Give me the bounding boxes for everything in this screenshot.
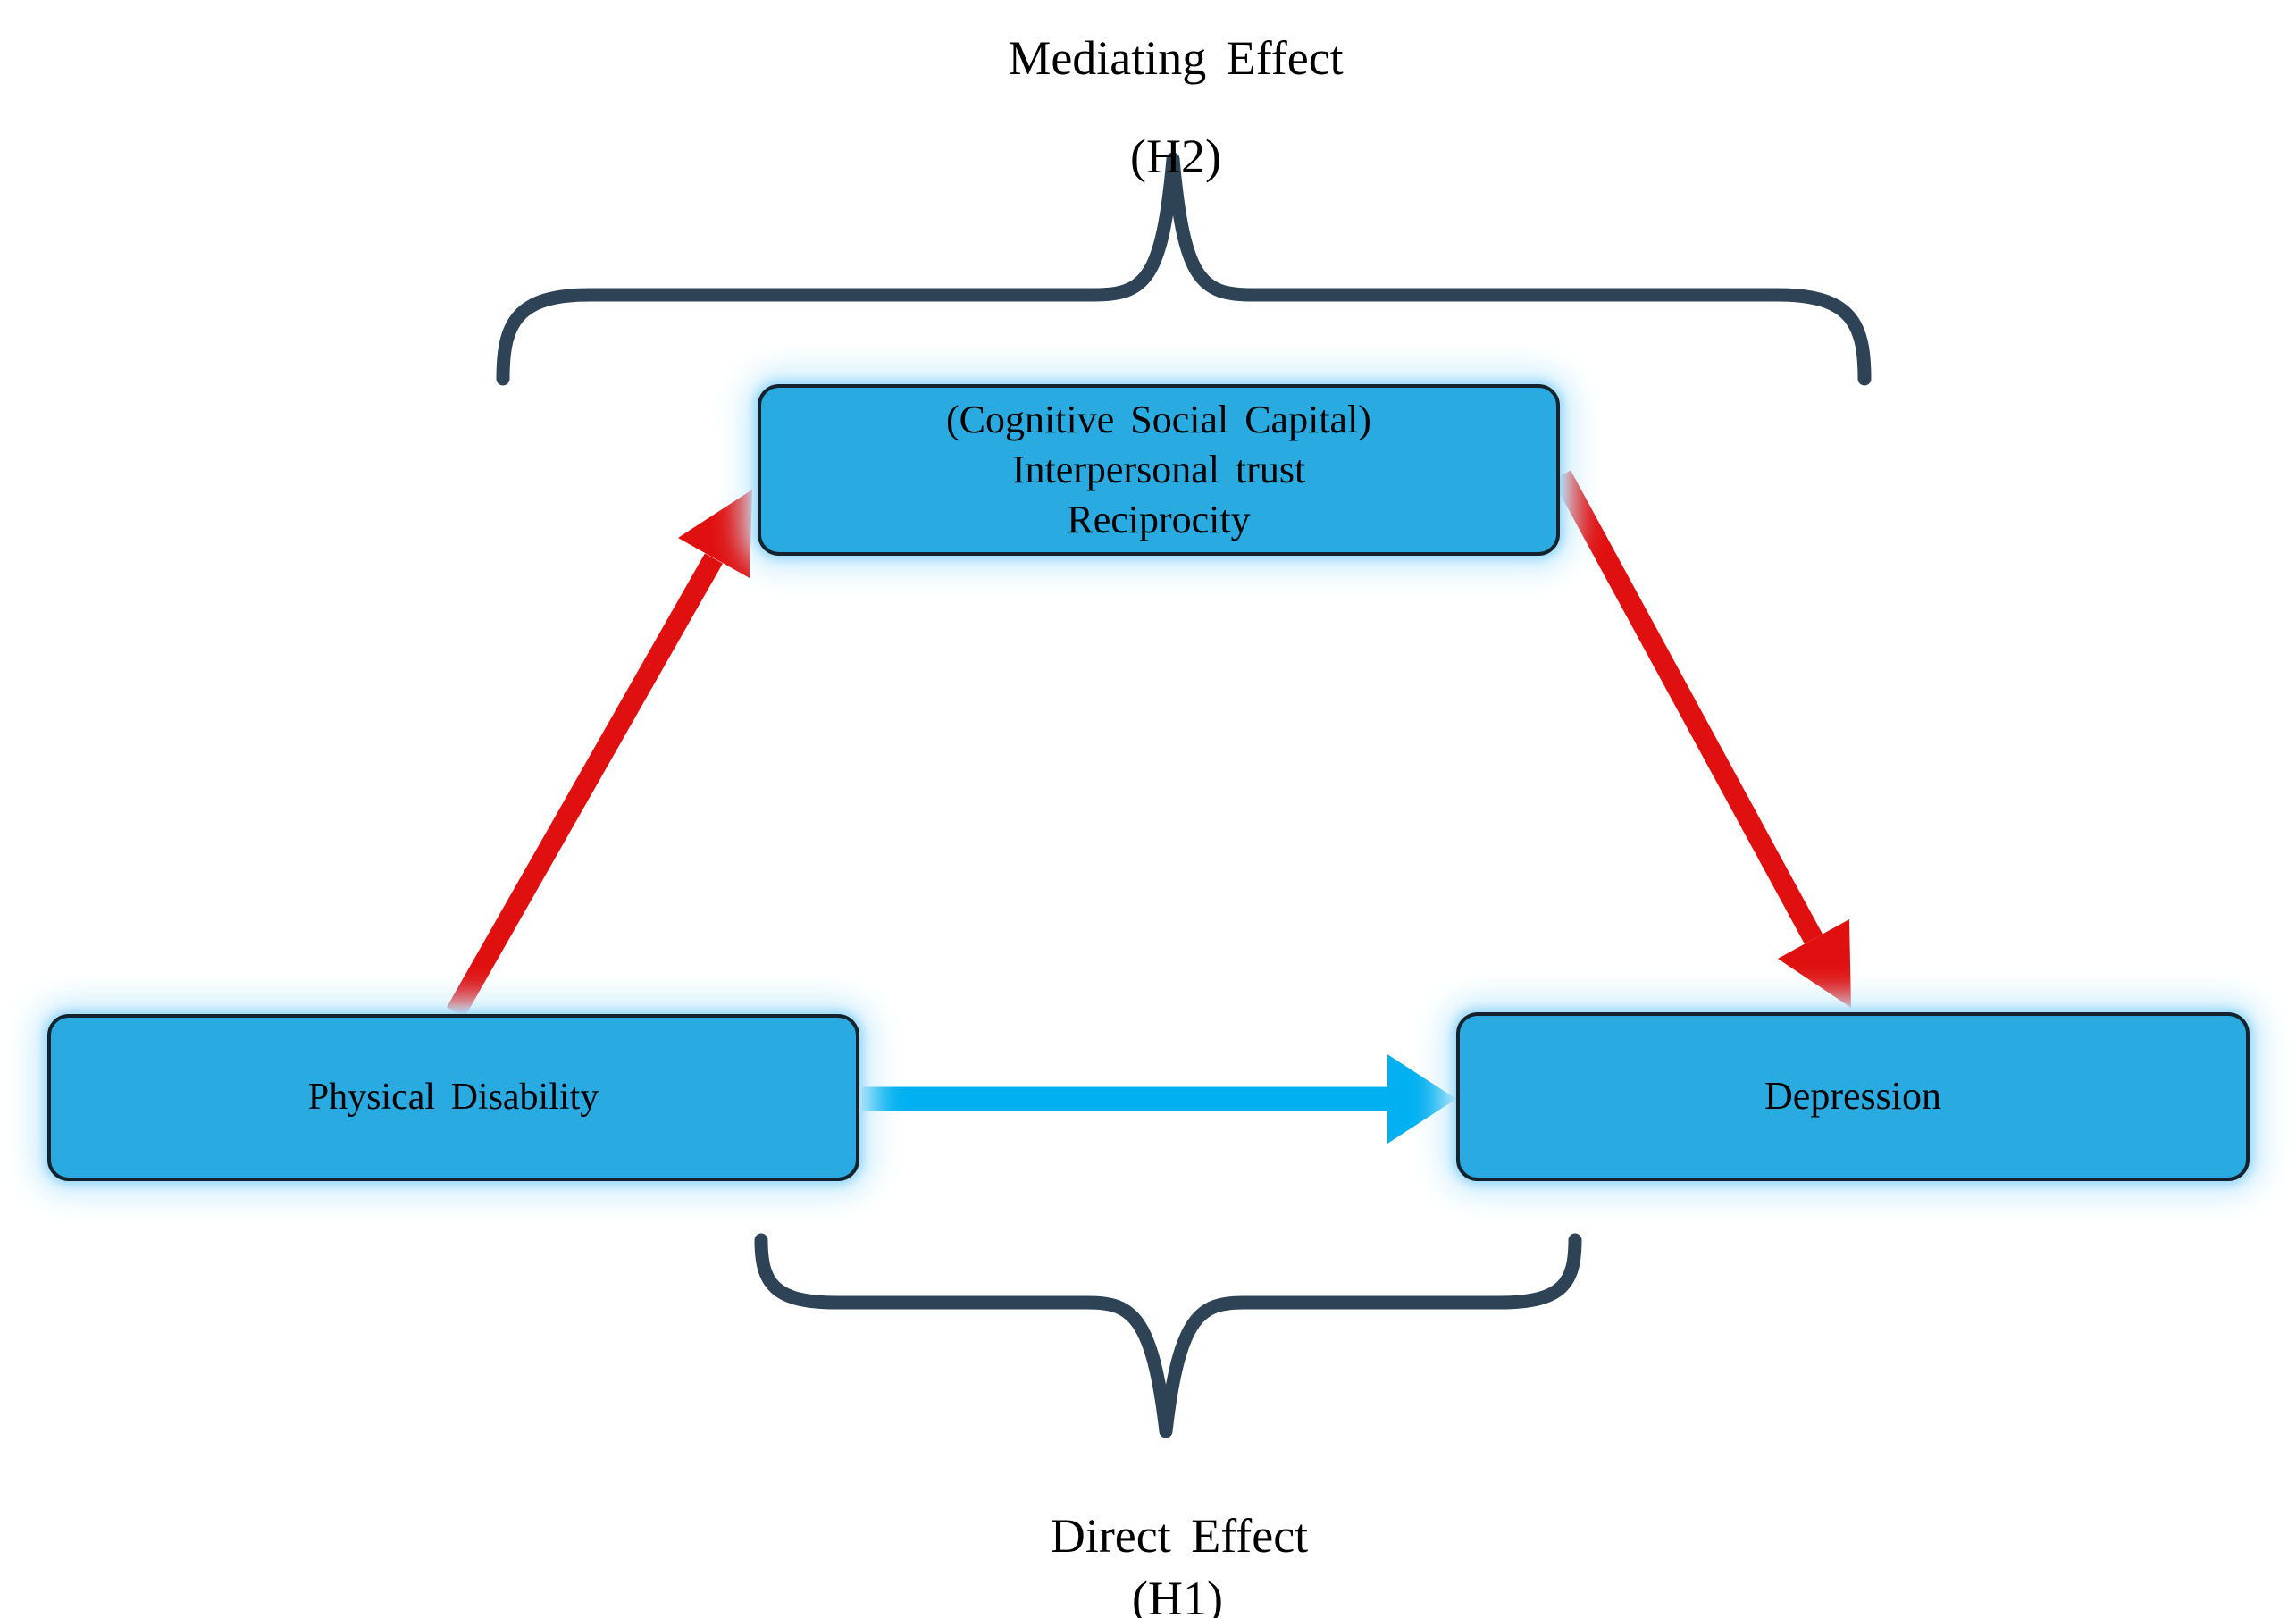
outcome-box-label: Depression <box>1764 1074 1941 1119</box>
predictor-box: Physical Disability <box>47 1014 859 1181</box>
path-a-arrow-shaft <box>447 553 723 1018</box>
direct-path-arrowhead <box>1387 1054 1456 1144</box>
direct-effect-label: Direct Effect <box>1050 1509 1309 1563</box>
mediating-effect-label: Mediating Effect <box>1008 31 1344 85</box>
direct-effect-brace <box>754 1233 1582 1438</box>
path-a-arrow <box>447 490 752 1018</box>
path-b-arrowhead <box>1778 919 1851 1008</box>
mediating-effect-brace <box>496 152 1872 386</box>
mediator-box-line3: Reciprocity <box>1067 498 1251 542</box>
hypothesis-h1-label: (H1) <box>1132 1572 1223 1618</box>
path-b-arrow <box>1552 470 1851 1008</box>
mediator-box-line2: Interpersonal trust <box>1011 447 1306 491</box>
predictor-box-label: Physical Disability <box>307 1076 599 1118</box>
direct-path-arrow <box>862 1054 1456 1144</box>
path-b-arrow-shaft <box>1552 470 1823 944</box>
outcome-box: Depression <box>1456 1012 2250 1181</box>
mediator-box-line1: (Cognitive Social Capital) <box>946 397 1371 441</box>
mediator-box: (Cognitive Social Capital) Interpersonal… <box>758 384 1560 556</box>
hypothesis-h2-label: (H2) <box>1130 130 1221 183</box>
path-a-arrowhead <box>678 490 752 578</box>
